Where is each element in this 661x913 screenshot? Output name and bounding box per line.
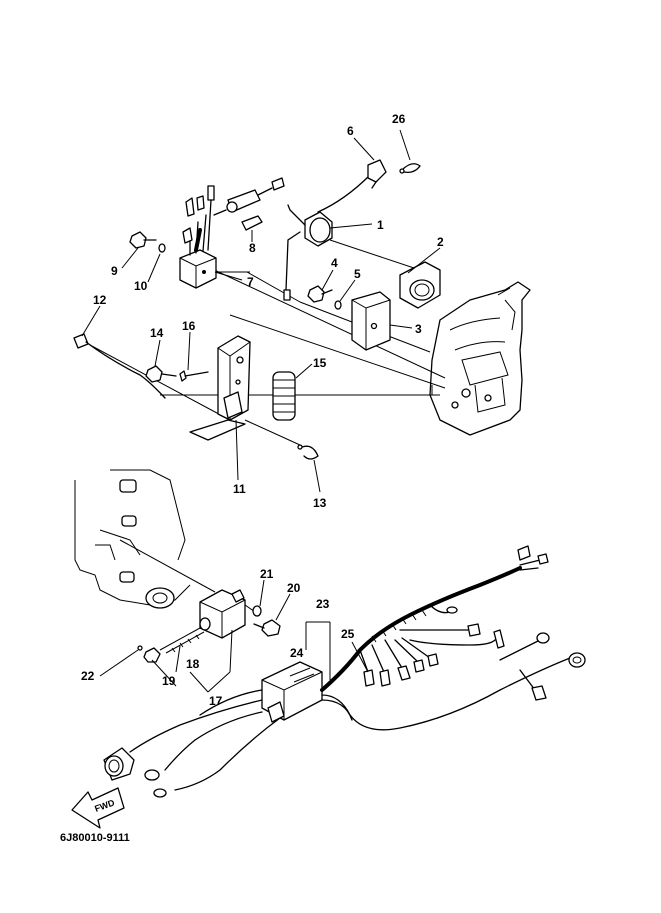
callout-1: 1 (377, 218, 384, 232)
lever-bracket (189, 335, 251, 441)
starter-relay (283, 174, 371, 301)
engine-bracket-housing (429, 281, 531, 436)
callout-25: 25 (341, 627, 355, 641)
bolt-18 (159, 627, 205, 654)
washer-5 (334, 300, 342, 310)
clip-13 (297, 444, 319, 460)
bolt-14 (145, 365, 177, 383)
cdi-unit (179, 185, 217, 289)
bolt-20 (253, 619, 281, 637)
callout-20: 20 (287, 581, 301, 595)
diagram-code: 6J80010-9111 (60, 832, 130, 844)
washer-10 (158, 243, 166, 253)
pin-22 (137, 645, 143, 651)
callout-leaders (81, 129, 441, 693)
callout-8: 8 (249, 241, 256, 255)
wire-leads-25 (359, 629, 505, 687)
callout-9: 9 (111, 264, 118, 278)
relay-cap (367, 159, 387, 189)
washer-21 (252, 605, 262, 617)
callout-26: 26 (392, 112, 406, 126)
callout-2: 2 (437, 235, 444, 249)
relay-holder (399, 261, 441, 309)
relay-bracket (351, 291, 391, 351)
wire-lead-12 (73, 333, 166, 399)
callout-21: 21 (260, 567, 274, 581)
connector-24 (261, 661, 323, 723)
bolt-4 (307, 285, 333, 303)
callout-12: 12 (93, 293, 107, 307)
callout-23: 23 (316, 597, 330, 611)
callout-17: 17 (209, 694, 223, 708)
callout-7: 7 (247, 275, 254, 289)
nut-19 (143, 647, 161, 663)
wire-harness-23 (320, 545, 549, 692)
callout-18: 18 (186, 657, 200, 671)
fuse-holder (213, 177, 285, 231)
leader-lines-upper (89, 239, 446, 446)
callout-4: 4 (331, 256, 338, 270)
callout-10: 10 (134, 279, 148, 293)
engine-block-outline (74, 469, 191, 609)
callout-22: 22 (81, 669, 95, 683)
callout-5: 5 (354, 267, 361, 281)
callout-19: 19 (162, 674, 176, 688)
wire-clip (399, 163, 421, 174)
callout-14: 14 (150, 326, 164, 340)
switch-unit-17 (199, 589, 246, 639)
fwd-direction-arrow: FWD (71, 787, 125, 829)
screw-16 (179, 370, 209, 382)
callout-labels: 1 2 3 4 5 6 7 8 9 10 11 12 13 14 15 16 1… (81, 112, 444, 708)
spring-15 (272, 371, 296, 421)
callout-15: 15 (313, 356, 327, 370)
callout-16: 16 (182, 319, 196, 333)
bolt-9 (129, 231, 157, 249)
battery-lead-loop (321, 632, 586, 731)
callout-6: 6 (347, 124, 354, 138)
callout-3: 3 (415, 322, 422, 336)
main-cables (103, 689, 281, 798)
callout-13: 13 (313, 496, 327, 510)
callout-24: 24 (290, 646, 304, 660)
callout-11: 11 (233, 482, 246, 496)
